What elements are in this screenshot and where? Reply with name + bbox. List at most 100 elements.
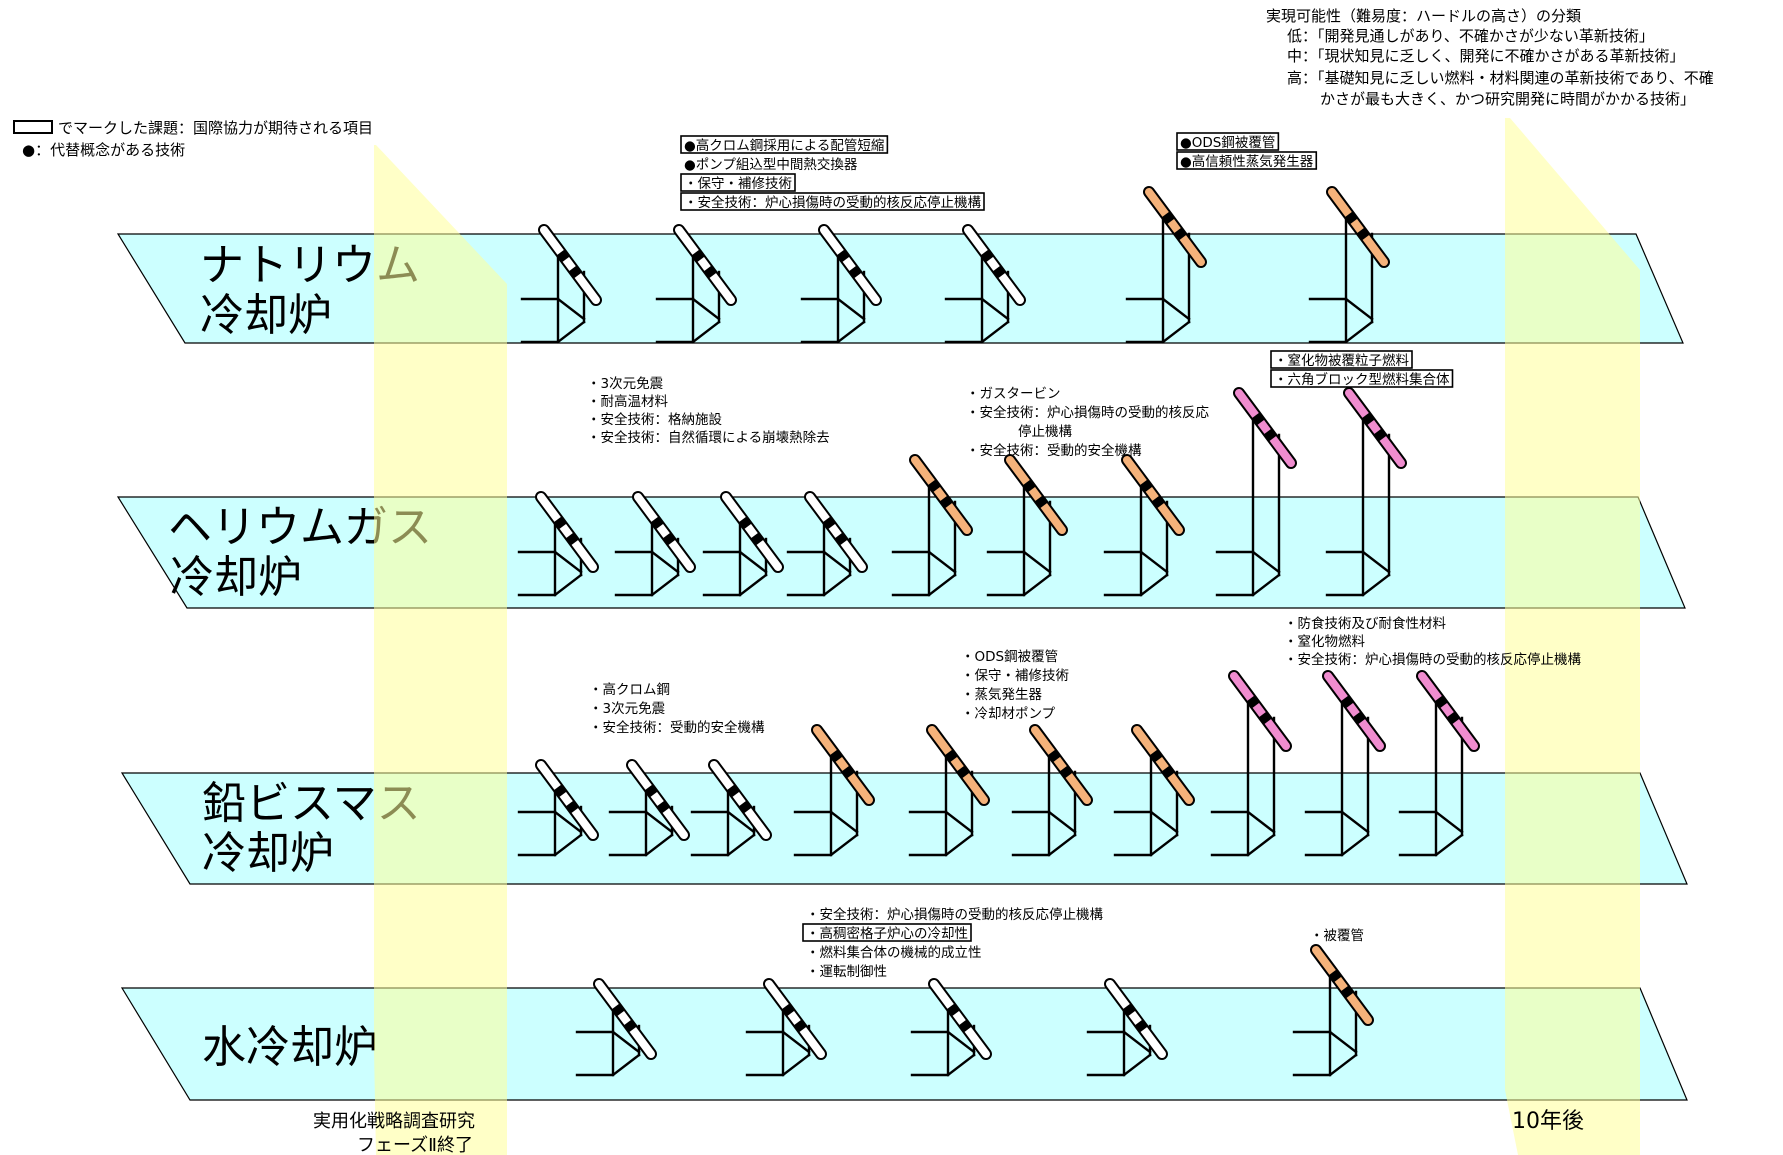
legend-box-text: でマークした課題：国際協力が期待される項目 <box>58 119 373 137</box>
classification-title: 実現可能性（難易度：ハードルの高さ）の分類 <box>1266 7 1581 25</box>
note-line: ・窒化物被覆粒子燃料 <box>1274 352 1409 369</box>
lead-hurdle-low <box>517 759 599 857</box>
helium-hurdle-low <box>786 491 868 597</box>
note-line: ・安全技術：炉心損傷時の受動的核反応停止機構 <box>806 906 1103 923</box>
note-highlight-box <box>1176 151 1318 170</box>
hurdle-layer <box>517 186 1480 1077</box>
note-line: ・六角ブロック型燃料集合体 <box>1274 371 1450 388</box>
note-highlight-box <box>680 135 889 154</box>
note-line: ・安全技術：炉心損傷時の受動的核反応停止機構 <box>1284 651 1581 668</box>
helium-hurdle-mid <box>891 454 973 597</box>
note-highlight-box <box>802 923 972 942</box>
lane-lead: 鉛ビスマス 冷却炉 <box>120 772 1688 885</box>
lead-hurdle-mid <box>908 724 990 857</box>
notes-layer: ●高クロム鋼採用による配管短縮●ポンプ組込型中間熱交換器・保守・補修技術・安全技… <box>587 132 1581 980</box>
lead-hurdle-low <box>608 759 690 857</box>
note-line: ・耐高温材料 <box>587 393 668 410</box>
helium-hurdle-low <box>517 491 599 597</box>
water-hurdle-low <box>1086 978 1168 1077</box>
note-line: ・3次元免震 <box>587 376 664 392</box>
milestone-start-line1: 実用化戦略調査研究 <box>313 1111 475 1132</box>
note-highlight-box <box>680 192 985 211</box>
classification-legend: 実現可能性（難易度：ハードルの高さ）の分類 低：「開発見通しがあり、不確かさが少… <box>1266 7 1714 108</box>
note-water-2: ・被覆管 <box>1310 928 1364 944</box>
lane-water: 水冷却炉 <box>120 987 1688 1101</box>
lane-water-label: 水冷却炉 <box>202 1022 378 1073</box>
sodium-hurdle-low <box>520 224 602 344</box>
note-line: ●高クロム鋼採用による配管短縮 <box>684 137 884 154</box>
water-hurdle-mid <box>1292 944 1374 1077</box>
note-line: ・ガスタービン <box>966 386 1061 402</box>
helium-hurdle-low <box>702 491 784 597</box>
note-line: ・高稠密格子炉心の冷却性 <box>806 925 968 942</box>
legend: でマークした課題：国際協力が期待される項目 ●：代替概念がある技術 <box>13 119 373 159</box>
note-lead-1: ・高クロム鋼・3次元免震・安全技術：受動的安全機構 <box>589 681 765 736</box>
milestone-start-line2: フェーズⅡ終了 <box>357 1135 473 1155</box>
helium-hurdle-mid <box>1103 454 1185 597</box>
note-line: ●高信頼性蒸気発生器 <box>1180 153 1314 170</box>
note-line: ●ODS鋼被覆管 <box>1180 135 1275 151</box>
lane-sodium-band <box>116 233 1684 344</box>
note-sodium-2: ●ODS鋼被覆管 ●高信頼性蒸気発生器 <box>1176 132 1318 170</box>
lead-hurdle-mid <box>793 724 875 857</box>
note-helium-1: ・3次元免震・耐高温材料・安全技術：格納施設・安全技術：自然循環による崩壊熱除去 <box>587 376 830 446</box>
water-hurdle-low <box>910 978 992 1077</box>
note-helium-2: ・ガスタービン・安全技術：炉心損傷時の受動的核反応停止機構・安全技術：受動的安全… <box>966 386 1209 459</box>
note-line: ・運転制御性 <box>806 964 887 980</box>
note-line: ・ODS鋼被覆管 <box>961 649 1058 665</box>
note-line: ・蒸気発生器 <box>961 687 1042 703</box>
sodium-hurdle-low <box>800 224 882 344</box>
note-line: ・保守・補修技術 <box>961 668 1069 684</box>
note-line: ・被覆管 <box>1310 928 1364 944</box>
note-line: ・安全技術：炉心損傷時の受動的核反応停止機構 <box>684 194 981 211</box>
note-line: ・安全技術：受動的安全機構 <box>589 719 765 736</box>
legend-box-swatch <box>13 120 53 134</box>
classification-high-line1: 高：「基礎知見に乏しい燃料・材料関連の革新技術であり、不確 <box>1287 69 1714 87</box>
milestone-band-end <box>1505 118 1640 1155</box>
sodium-hurdle-mid <box>1308 186 1390 344</box>
milestone-band-start <box>374 145 507 1155</box>
note-line: ・3次元免震 <box>589 701 666 717</box>
note-line: 停止機構 <box>1018 423 1072 440</box>
lead-hurdle-high <box>1210 670 1292 857</box>
note-lead-2: ・ODS鋼被覆管・保守・補修技術・蒸気発生器・冷却材ポンプ <box>961 649 1069 722</box>
note-line: ・冷却材ポンプ <box>961 706 1056 722</box>
helium-hurdle-mid <box>986 454 1068 597</box>
note-line: ・安全技術：炉心損傷時の受動的核反応 <box>966 404 1209 421</box>
lead-hurdle-mid <box>1113 724 1195 857</box>
note-line: ・防食技術及び耐食性材料 <box>1284 615 1446 632</box>
helium-hurdle-high <box>1325 387 1407 597</box>
helium-hurdle-high <box>1215 387 1297 597</box>
note-line: ・安全技術：自然循環による崩壊熱除去 <box>587 429 830 446</box>
lane-lead-band <box>120 772 1688 885</box>
milestone-end: 10年後 <box>1512 1109 1584 1134</box>
note-highlight-box <box>1270 369 1454 388</box>
note-line: ・安全技術：受動的安全機構 <box>966 442 1142 459</box>
note-sodium-1: ●高クロム鋼採用による配管短縮 ●ポンプ組込型中間熱交換器・保守・補修技術・安全技… <box>680 135 985 211</box>
note-highlight-box <box>1176 132 1280 151</box>
lane-water-band <box>120 987 1688 1101</box>
note-line: ●ポンプ組込型中間熱交換器 <box>684 156 858 173</box>
helium-hurdle-low <box>614 491 696 597</box>
sodium-hurdle-low <box>944 224 1026 344</box>
lane-sodium-label-line2: 冷却炉 <box>200 290 332 341</box>
note-line: ・安全技術：格納施設 <box>587 411 722 428</box>
legend-dot-text: ●：代替概念がある技術 <box>22 141 185 159</box>
sodium-hurdle-low <box>655 224 737 344</box>
lead-hurdle-mid <box>1011 724 1093 857</box>
note-lead-3: ・防食技術及び耐食性材料・窒化物燃料・安全技術：炉心損傷時の受動的核反応停止機構 <box>1284 615 1581 668</box>
classification-high-line2: かさが最も大きく、かつ研究開発に時間がかかる技術」 <box>1320 90 1695 108</box>
note-line: ・保守・補修技術 <box>684 176 792 192</box>
water-hurdle-low <box>575 978 657 1077</box>
classification-mid: 中：「現状知見に乏しく、開発に不確かさがある革新技術」 <box>1287 47 1685 65</box>
sodium-hurdle-mid <box>1125 186 1207 344</box>
note-water-1: ・安全技術：炉心損傷時の受動的核反応停止機構・高稠密格子炉心の冷却性・燃料集合体… <box>802 906 1103 980</box>
note-helium-3: ・窒化物被覆粒子燃料・六角ブロック型燃料集合体 <box>1270 350 1454 388</box>
note-line: ・高クロム鋼 <box>589 681 670 698</box>
water-hurdle-low <box>745 978 827 1077</box>
lead-hurdle-low <box>690 759 772 857</box>
note-line: ・窒化物燃料 <box>1284 633 1365 650</box>
lead-hurdle-high <box>1398 670 1480 857</box>
lane-sodium: ナトリウム 冷却炉 <box>116 233 1684 344</box>
